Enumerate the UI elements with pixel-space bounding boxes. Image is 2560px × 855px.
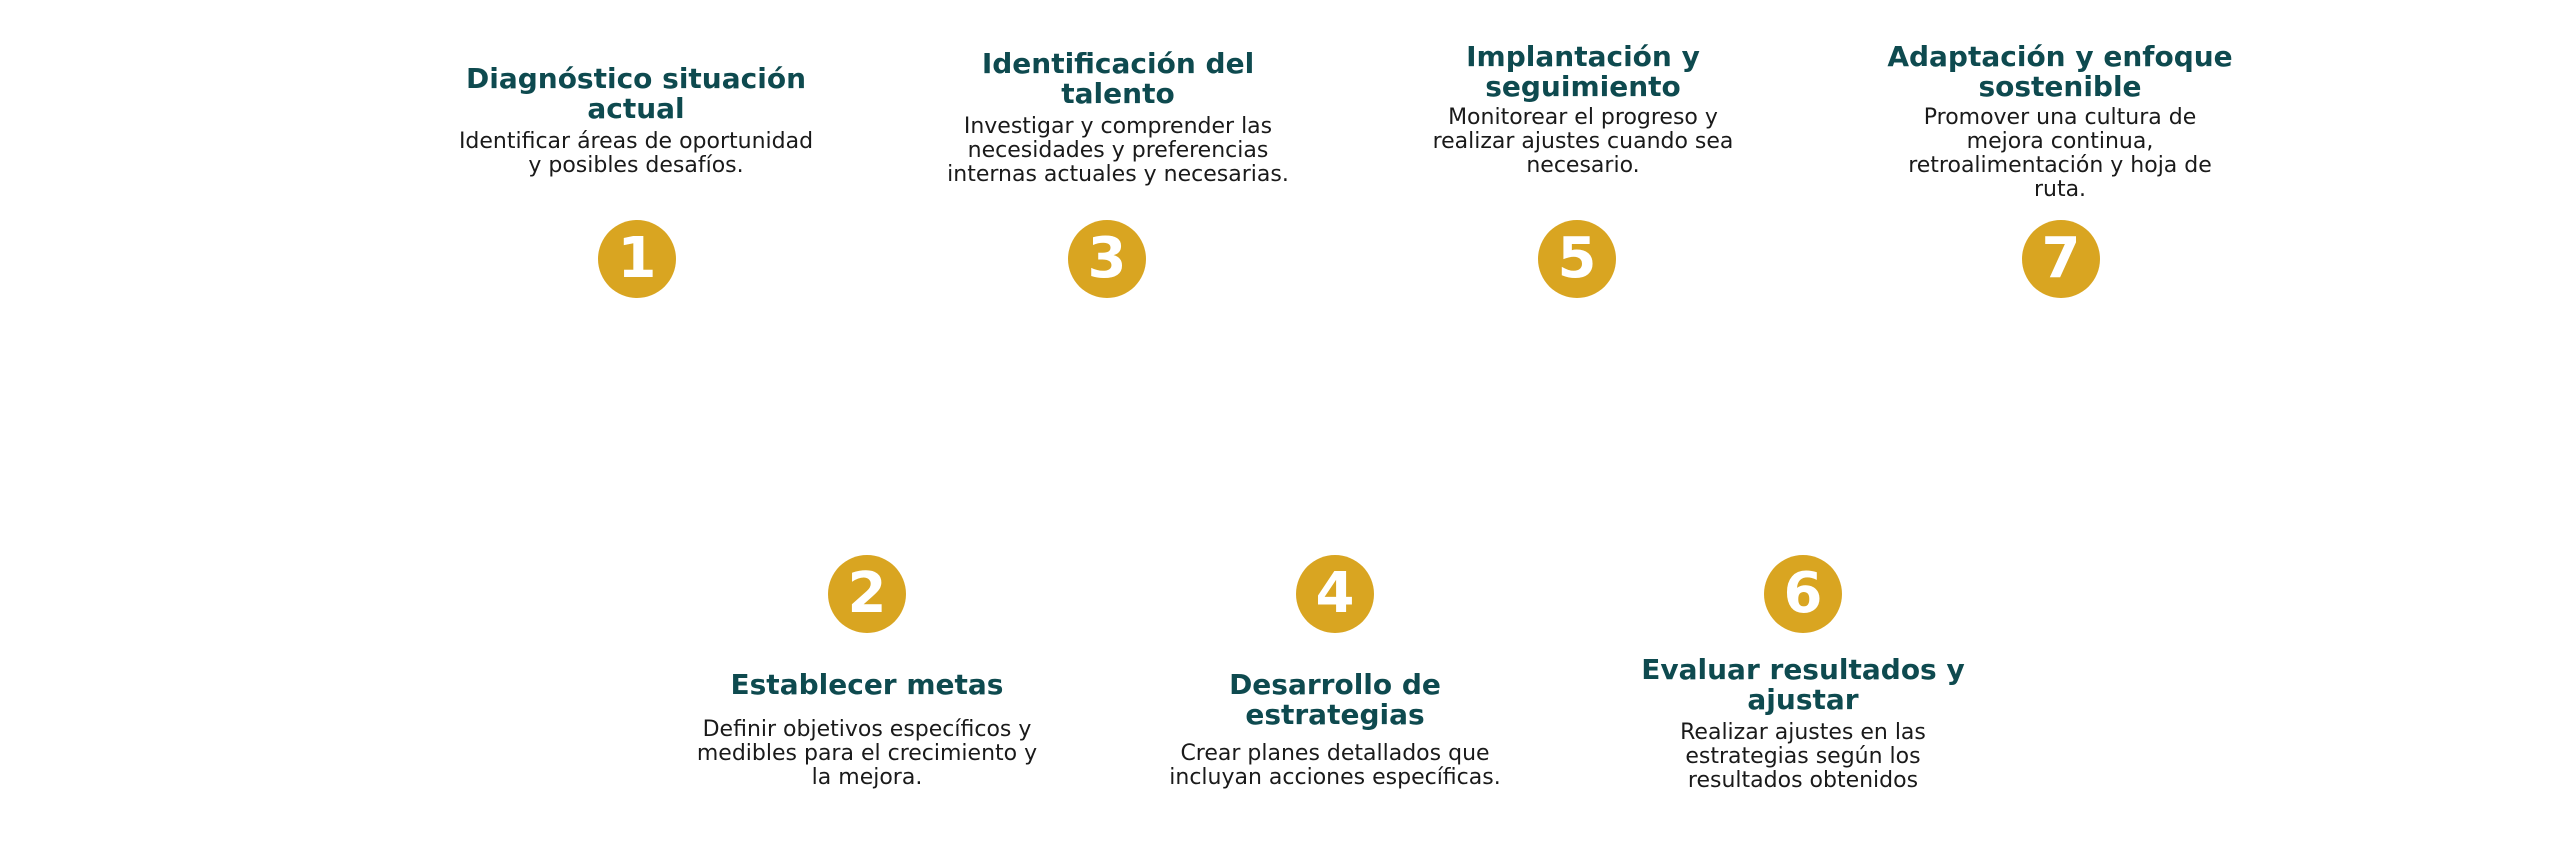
step-title: Desarrollo de estrategias	[1125, 670, 1545, 730]
step-description: Monitorear el progreso y realizar ajuste…	[1373, 106, 1793, 178]
step-description-line: Crear planes detallados que	[1180, 741, 1490, 766]
step-description-line: Monitorear el progreso y	[1448, 105, 1718, 130]
step-description: Promover una cultura de mejora continua,…	[1850, 106, 2270, 202]
step-description: Realizar ajustes en las estrategias segú…	[1593, 721, 2013, 793]
step-title-line: Establecer metas	[730, 668, 1004, 701]
step-2-number-badge: 2	[828, 555, 906, 633]
step-description-line: Realizar ajustes en las	[1680, 720, 1926, 745]
step-3-text: Identificación del talento Investigar y …	[908, 49, 1328, 187]
step-number: 1	[617, 226, 657, 291]
step-number: 6	[1783, 561, 1823, 626]
step-description-line: Identificar áreas de oportunidad	[458, 129, 814, 154]
step-title-line: estrategias	[1245, 698, 1425, 731]
step-2-text: Establecer metas Definir objetivos espec…	[657, 670, 1077, 790]
step-7-text: Adaptación y enfoque sostenible Promover…	[1850, 42, 2270, 202]
step-title: Establecer metas	[657, 670, 1077, 700]
step-number: 4	[1315, 561, 1355, 626]
step-description: Identificar áreas de oportunidad y posib…	[426, 130, 846, 178]
step-title-line: Diagnóstico situación	[465, 62, 807, 95]
step-title: Implantación y seguimiento	[1373, 42, 1793, 102]
step-title-line: Implantación y	[1466, 40, 1700, 73]
step-description-line: resultados obtenidos	[1687, 768, 1919, 793]
step-description-line: incluyan acciones específicas.	[1169, 765, 1501, 790]
step-6-number-badge: 6	[1764, 555, 1842, 633]
step-description-line: necesidades y preferencias	[967, 138, 1269, 163]
step-title-line: ajustar	[1747, 683, 1859, 716]
step-description-line: realizar ajustes cuando sea	[1432, 129, 1734, 154]
step-title-line: Desarrollo de	[1229, 668, 1441, 701]
step-description-line: Investigar y comprender las	[963, 114, 1273, 139]
step-title: Identificación del talento	[908, 49, 1328, 109]
step-description-line: mejora continua,	[1966, 129, 2154, 154]
step-5-text: Implantación y seguimiento Monitorear el…	[1373, 42, 1793, 178]
step-description-line: medibles para el crecimiento y	[696, 741, 1038, 766]
step-title: Adaptación y enfoque sostenible	[1850, 42, 2270, 102]
step-description-line: Promover una cultura de	[1923, 105, 2197, 130]
step-1-text: Diagnóstico situación actual Identificar…	[426, 64, 846, 178]
step-title-line: sostenible	[1978, 70, 2142, 103]
step-number: 2	[847, 561, 887, 626]
step-7-number-badge: 7	[2022, 220, 2100, 298]
step-title-line: actual	[587, 92, 685, 125]
step-title-line: Evaluar resultados y	[1641, 653, 1965, 686]
step-description-line: internas actuales y necesarias.	[947, 162, 1289, 187]
step-5-number-badge: 5	[1538, 220, 1616, 298]
step-description-line: ruta.	[2033, 177, 2087, 202]
step-number: 5	[1557, 226, 1597, 291]
step-title: Evaluar resultados y ajustar	[1593, 655, 2013, 715]
step-1-number-badge: 1	[598, 220, 676, 298]
step-title-line: Identificación del	[981, 47, 1255, 80]
step-4-text: Desarrollo de estrategias Crear planes d…	[1125, 670, 1545, 790]
step-description: Investigar y comprender las necesidades …	[908, 115, 1328, 187]
step-description-line: necesario.	[1526, 153, 1640, 178]
step-number: 3	[1087, 226, 1127, 291]
step-3-number-badge: 3	[1068, 220, 1146, 298]
step-description: Definir objetivos específicos y medibles…	[657, 718, 1077, 790]
step-description-line: y posibles desafíos.	[528, 153, 744, 178]
step-title: Diagnóstico situación actual	[426, 64, 846, 124]
step-description: Crear planes detallados que incluyan acc…	[1125, 742, 1545, 790]
step-6-text: Evaluar resultados y ajustar Realizar aj…	[1593, 655, 2013, 793]
step-description-line: la mejora.	[811, 765, 923, 790]
step-description-line: estrategias según los	[1685, 744, 1921, 769]
step-title-line: talento	[1061, 77, 1175, 110]
step-description-line: retroalimentación y hoja de	[1908, 153, 2212, 178]
step-4-number-badge: 4	[1296, 555, 1374, 633]
step-description-line: Definir objetivos específicos y	[702, 717, 1032, 742]
step-number: 7	[2041, 226, 2081, 291]
step-title-line: seguimiento	[1485, 70, 1681, 103]
step-title-line: Adaptación y enfoque	[1887, 40, 2233, 73]
